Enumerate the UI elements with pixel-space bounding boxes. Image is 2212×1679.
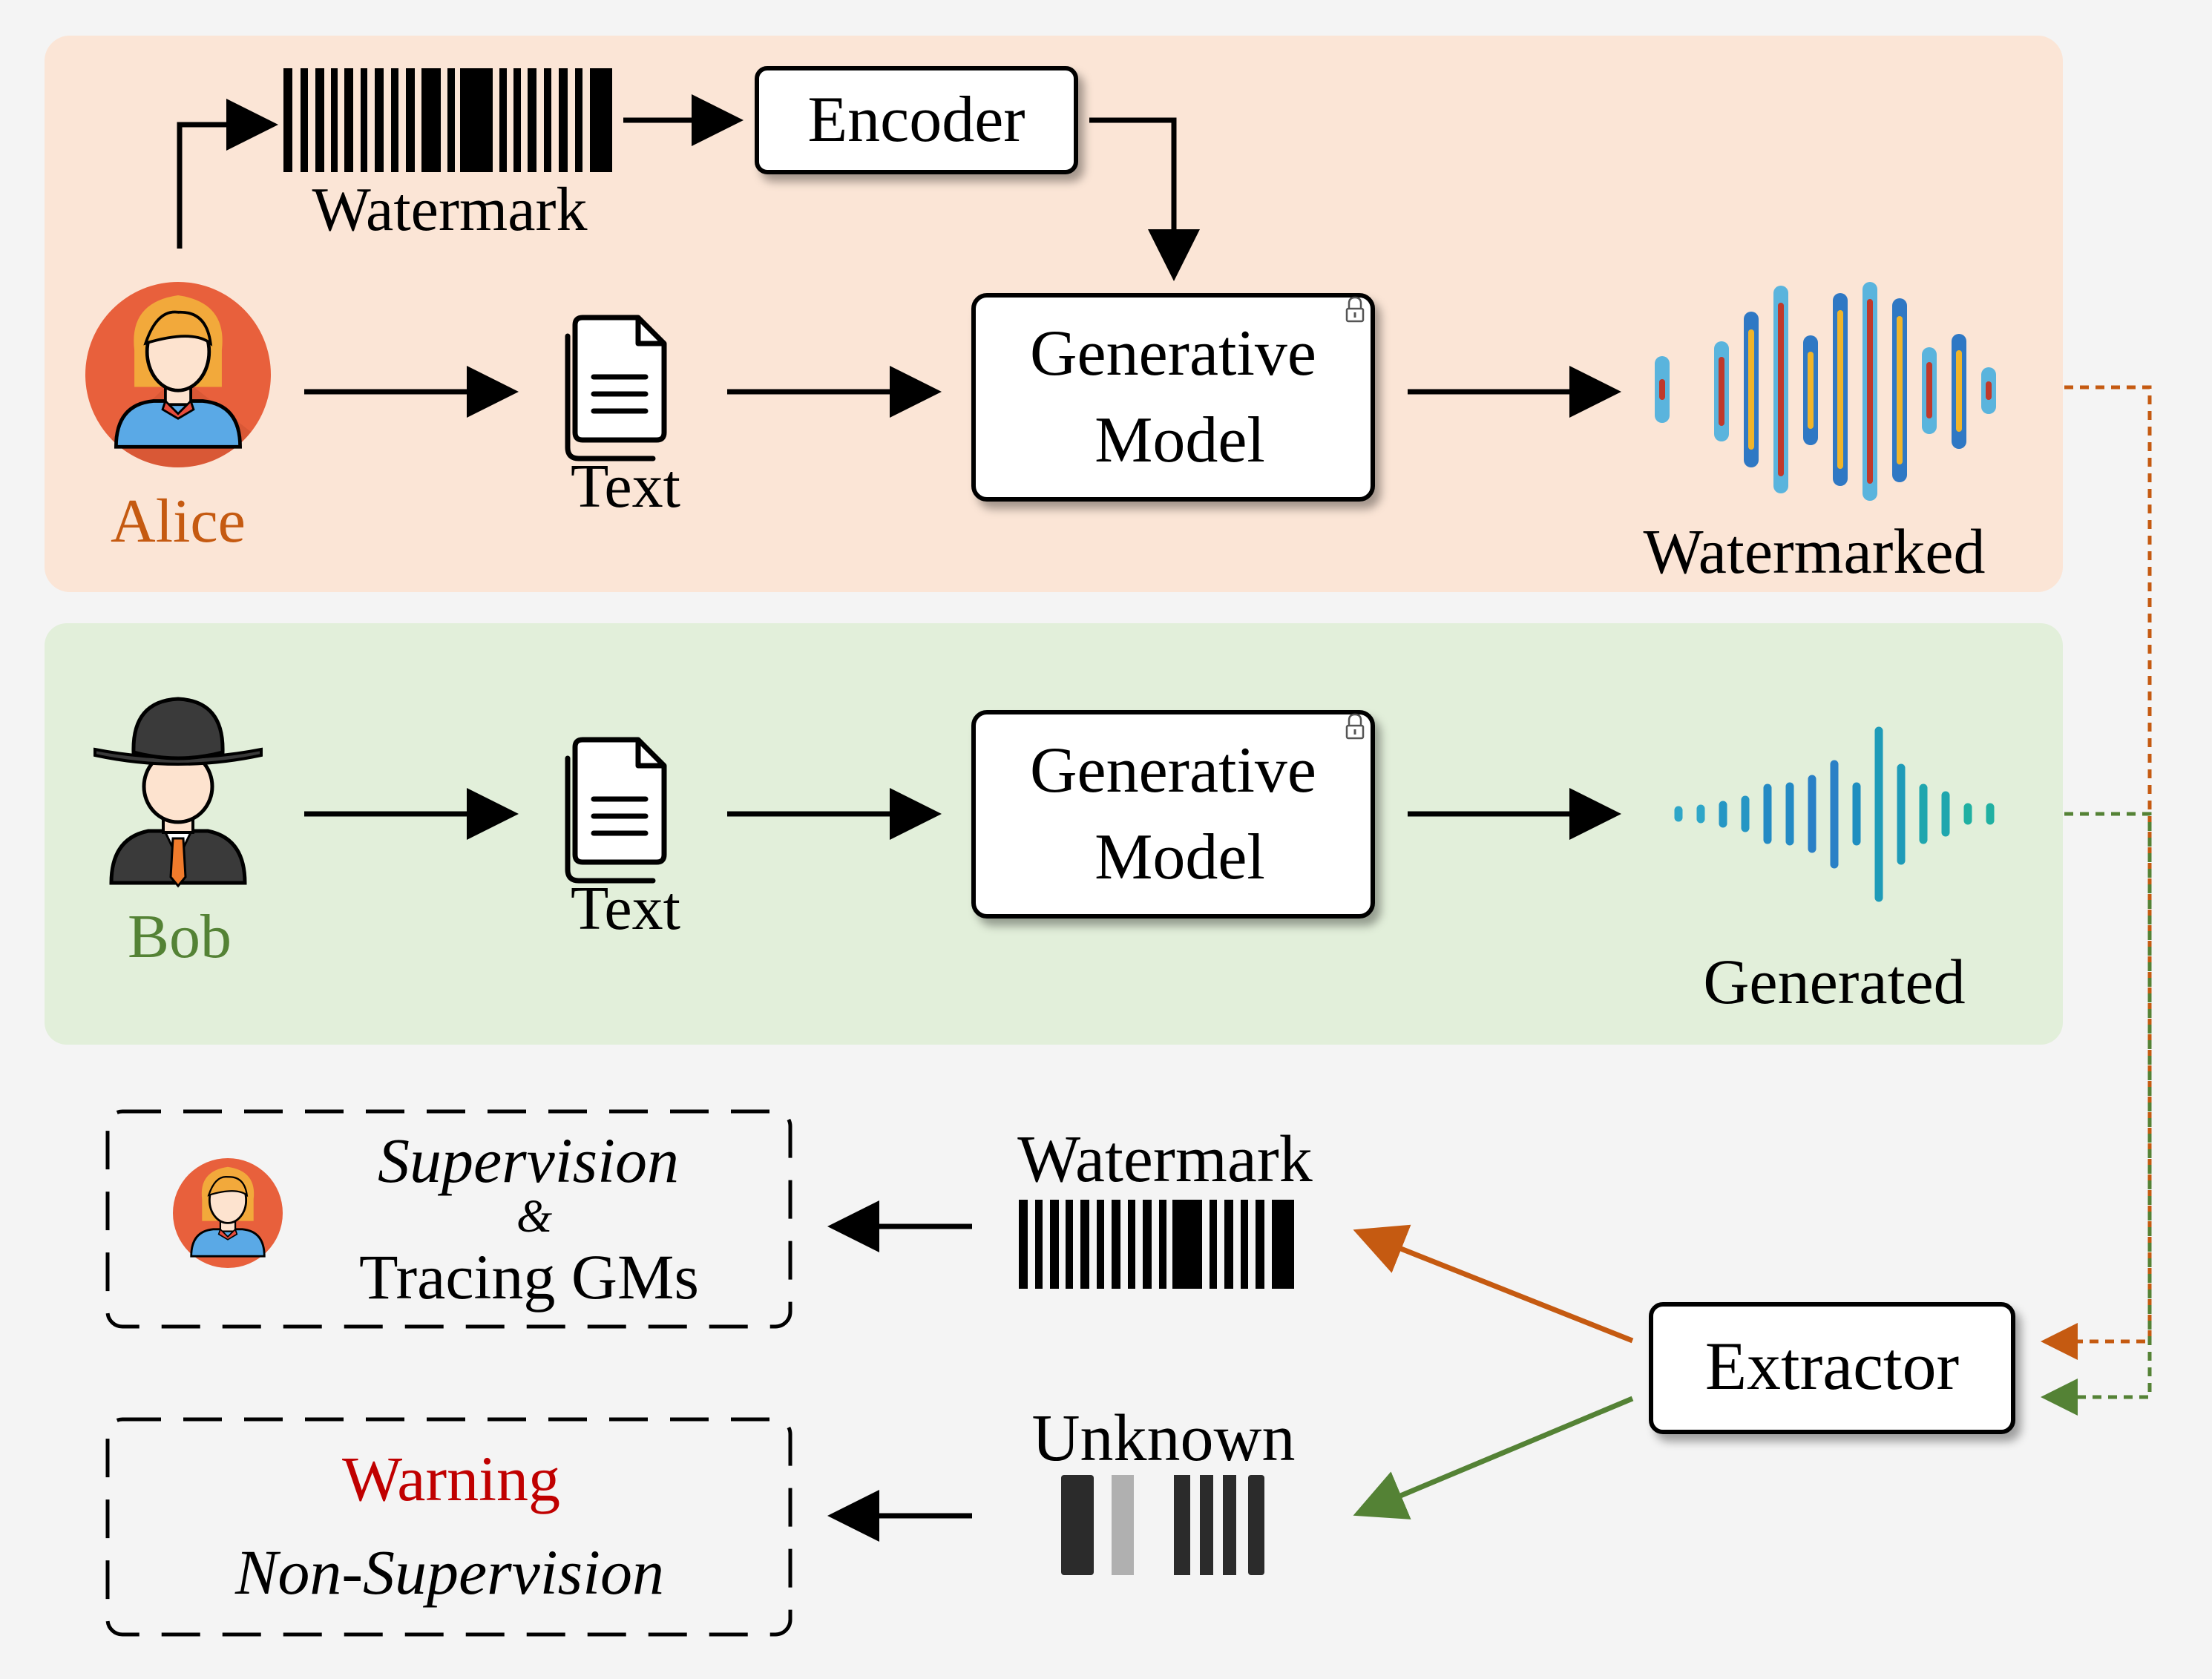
extractor-label: Extractor — [1705, 1328, 1959, 1404]
non-supervision-label: Non-Supervision — [234, 1537, 664, 1608]
unknown-barcode-icon — [1061, 1475, 1264, 1575]
bob-panel: Bob Text Generative Model — [45, 623, 2063, 1045]
extractor-to-unknown-arrow — [1353, 1396, 1634, 1519]
bob-avatar-icon — [93, 697, 263, 888]
generated-to-extractor-connector — [2041, 812, 2152, 1416]
encoder-label: Encoder — [807, 84, 1025, 156]
warning-result-box: Warning Non-Supervision — [105, 1417, 792, 1637]
alice-name: Alice — [111, 487, 246, 556]
extracted-barcode-icon — [1019, 1200, 1294, 1289]
alice-avatar-icon — [85, 282, 271, 467]
watermarked-to-extractor-connector — [2041, 385, 2152, 1360]
alice-model-line2: Model — [1094, 404, 1265, 476]
unknown-label: Unknown — [1032, 1402, 1296, 1475]
generated-waveform-icon — [1674, 726, 1995, 902]
watermark-label: Watermark — [312, 175, 587, 244]
extractor-to-watermark-arrow — [1353, 1224, 1634, 1344]
warning-label: Warning — [342, 1443, 560, 1514]
document-icon — [568, 318, 664, 459]
encoder-to-model-arrow — [1089, 117, 1200, 281]
alice-to-watermark-arrow — [177, 99, 278, 249]
bob-model-line2: Model — [1094, 821, 1265, 893]
bob-generative-model-box: Generative Model — [971, 710, 1375, 919]
bob-text-label: Text — [571, 874, 680, 943]
tracing-label: Tracing GMs — [359, 1241, 699, 1312]
alice-generative-model-box: Generative Model — [971, 293, 1375, 502]
watermarked-waveform-icon — [1655, 282, 1996, 501]
ampersand-label: & — [516, 1192, 552, 1242]
alice-model-line1: Generative — [1030, 318, 1316, 390]
generated-label: Generated — [1703, 946, 1965, 1017]
alice-panel: Alice Watermark — [45, 36, 2063, 592]
encoder-box: Encoder — [755, 66, 1078, 174]
watermarked-label: Watermarked — [1643, 516, 1985, 587]
document-icon — [568, 740, 664, 881]
barcode-icon — [283, 68, 612, 172]
extracted-watermark-label: Watermark — [1017, 1123, 1313, 1196]
supervision-label: Supervision — [378, 1125, 679, 1196]
extractor-box: Extractor — [1649, 1302, 2015, 1434]
alice-small-avatar-icon — [173, 1158, 283, 1268]
supervision-result-box: Supervision & Tracing GMs — [105, 1109, 792, 1329]
bob-model-line1: Generative — [1030, 735, 1316, 806]
bob-name: Bob — [128, 902, 232, 971]
alice-text-label: Text — [571, 452, 680, 521]
